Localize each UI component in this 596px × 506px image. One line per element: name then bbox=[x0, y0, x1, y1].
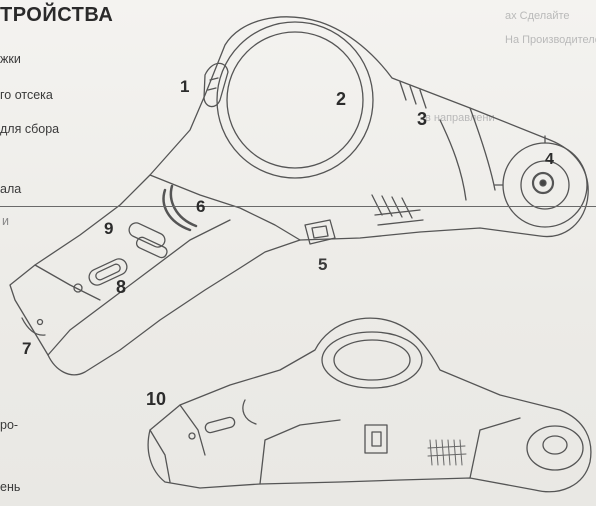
dial-inner bbox=[531, 171, 555, 195]
slot-6 bbox=[162, 188, 192, 232]
device-bottom-outline bbox=[147, 317, 592, 493]
text-fragment-6: ро- bbox=[0, 418, 19, 432]
callout-8: 8 bbox=[116, 277, 127, 297]
section-heading: ТРОЙСТВА bbox=[0, 4, 114, 26]
slider-9 bbox=[128, 222, 166, 248]
dome-outer bbox=[216, 21, 374, 179]
text-fragment-1: жки bbox=[0, 52, 21, 66]
callout-7: 7 bbox=[22, 339, 32, 358]
callout-2: 2 bbox=[336, 89, 347, 109]
device-body-outline bbox=[9, 16, 589, 376]
text-fragment-7: ень bbox=[0, 480, 21, 494]
dome-ring bbox=[226, 31, 364, 169]
text-fragment-5: и bbox=[2, 214, 9, 228]
callout-9: 9 bbox=[104, 219, 114, 238]
callout-5: 5 bbox=[318, 255, 328, 274]
callout-10: 10 bbox=[146, 389, 167, 409]
callout-4: 4 bbox=[545, 151, 554, 168]
latch-1 bbox=[203, 62, 229, 108]
bottom-dome bbox=[321, 331, 423, 389]
faint-text-2: На Производителе bbox=[505, 34, 596, 46]
faint-text-1: ах Сделайте bbox=[505, 10, 570, 22]
text-fragment-3: для сбора bbox=[0, 122, 60, 136]
faint-text-3: в направлени bbox=[425, 112, 495, 124]
page-fold-line bbox=[0, 206, 596, 207]
dial-mid bbox=[520, 160, 570, 210]
bottom-dial bbox=[526, 425, 584, 471]
slider-8 bbox=[88, 258, 128, 286]
text-fragment-2: го отсека bbox=[0, 88, 53, 102]
callout-3: 3 bbox=[417, 109, 428, 129]
callout-6: 6 bbox=[196, 197, 206, 216]
text-fragment-4: ала bbox=[0, 182, 22, 196]
clip-5 bbox=[304, 219, 336, 245]
callout-1: 1 bbox=[180, 77, 190, 96]
